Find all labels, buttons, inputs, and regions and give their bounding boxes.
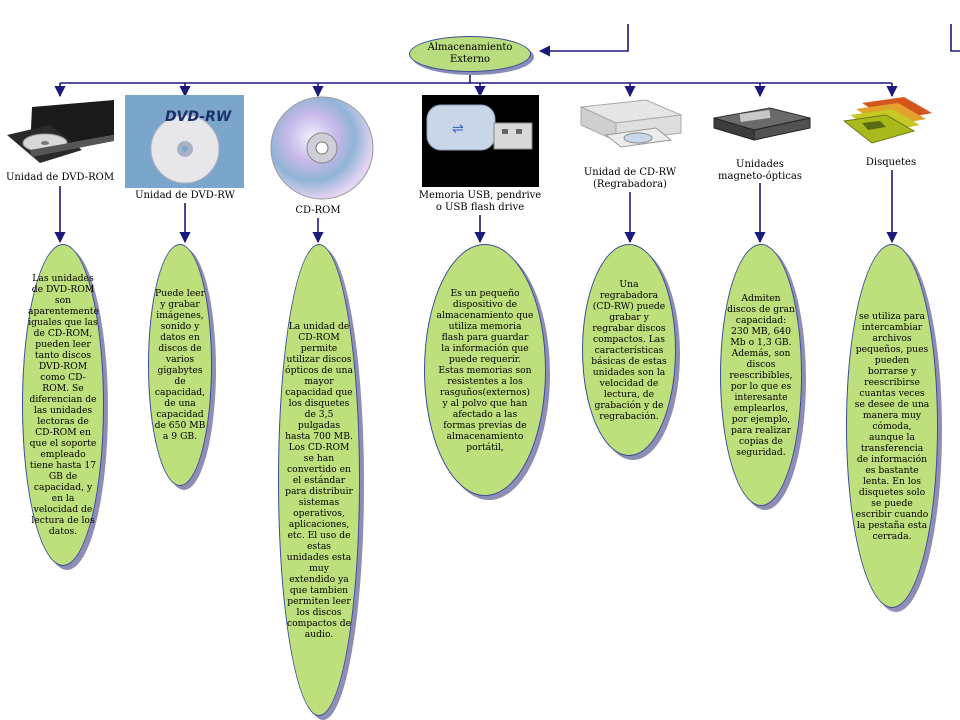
bubble-floppy: se utiliza para intercambiar archivos pe… [846, 244, 938, 608]
caption-floppy: Disquetes [865, 157, 917, 168]
bubble-dvd-rw: Puede leer y grabar imágenes, sonido y d… [148, 244, 212, 486]
cd-rom-disc-image [266, 95, 378, 201]
dvd-rw-disc-image: DVD-RW [125, 95, 244, 188]
usb-symbol-icon: ⇌ [452, 121, 464, 137]
description-cd-rom: La unidad de CD-ROM permite utilizar dis… [285, 320, 353, 640]
bubble-dvd-rom: Las unidades de DVD-ROM son aparentement… [22, 244, 104, 566]
caption-cd-rw: Unidad de CD-RW (Regrabadora) [583, 167, 677, 190]
root-title: Almacenamiento Externo [427, 42, 513, 65]
description-floppy: se utiliza para intercambiar archivos pe… [854, 310, 930, 542]
description-dvd-rom: Las unidades de DVD-ROM son aparentement… [28, 273, 99, 537]
magneto-optical-drive-image [710, 100, 814, 146]
description-dvd-rw: Puede leer y grabar imágenes, sonido y d… [154, 288, 206, 442]
caption-cd-rom: CD-ROM [295, 205, 341, 216]
incoming-connector [538, 24, 629, 57]
caption-magneto: Unidades magneto-ópticas [718, 159, 802, 182]
caption-dvd-rw: Unidad de DVD-RW [135, 190, 235, 201]
bubble-usb: Es un pequeño dispositivo de almacenamie… [424, 244, 546, 496]
bubble-cd-rw: Una regrabadora (CD-RW) puede grabar y r… [582, 244, 676, 456]
caption-usb: Memoria USB, pendrive o USB flash drive [418, 190, 542, 213]
dvd-rom-drive-image [2, 95, 122, 170]
caption-dvd-rom: Unidad de DVD-ROM [5, 172, 115, 183]
offpage-connector [950, 24, 960, 52]
description-magneto: Admiten discos de gran capacidad: 230 MB… [727, 292, 795, 458]
cd-rw-drive-image [576, 95, 686, 157]
bubble-magneto: Admiten discos de gran capacidad: 230 MB… [720, 244, 802, 506]
root-node-almacenamiento-externo: Almacenamiento Externo [409, 36, 531, 72]
description-usb: Es un pequeño dispositivo de almacenamie… [436, 287, 534, 453]
floppy-disks-image [842, 95, 938, 150]
dvd-rw-logo-text: DVD-RW [165, 109, 232, 125]
bubble-cd-rom: La unidad de CD-ROM permite utilizar dis… [278, 244, 360, 716]
description-cd-rw: Una regrabadora (CD-RW) puede grabar y r… [591, 278, 667, 422]
usb-flash-drive-image: ⇌ [422, 95, 539, 187]
